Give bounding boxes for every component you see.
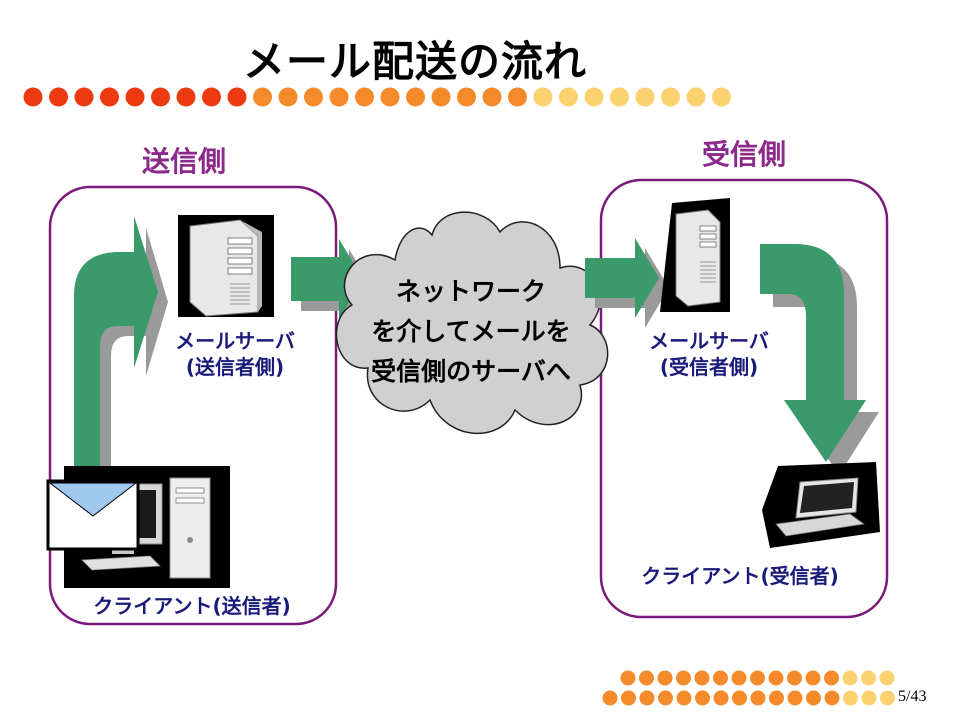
decorative-dot — [661, 87, 680, 107]
decorative-dot — [880, 690, 895, 706]
sender-side-heading: 送信側 — [142, 145, 227, 178]
decorative-dot — [431, 87, 451, 107]
decorative-dot — [658, 690, 673, 706]
decorative-dot — [861, 690, 877, 706]
decorative-dot — [750, 670, 765, 686]
decorative-dot — [406, 87, 425, 107]
decorative-dot — [602, 690, 618, 706]
page-title: メール配送の流れ — [242, 37, 587, 86]
decorative-dot — [125, 87, 145, 107]
decorative-dot — [694, 670, 710, 686]
decorative-dot — [676, 690, 692, 706]
decorative-dot — [695, 690, 710, 706]
receiver-server-label-line2: (受信者側) — [659, 355, 759, 379]
sender-server-label-line1: メールサーバ — [175, 329, 295, 353]
decorative-dot — [278, 87, 298, 107]
network-line-3: 受信側のサーバへ — [371, 357, 571, 386]
decorative-dot — [355, 87, 374, 107]
decorative-dot — [100, 87, 119, 107]
decorative-dot — [621, 690, 636, 706]
decorative-dot — [806, 690, 821, 706]
decorative-dot — [731, 670, 747, 686]
decorative-dot — [635, 87, 655, 107]
decorative-dot — [380, 87, 400, 107]
decorative-dot — [202, 87, 221, 107]
decorative-dot — [559, 87, 578, 107]
decorative-dot — [23, 87, 43, 107]
decorative-dot — [482, 87, 502, 107]
decorative-dot — [253, 87, 272, 107]
decorative-dot — [879, 670, 895, 686]
network-line-1: ネットワーク — [395, 277, 546, 306]
decorative-dot — [824, 670, 839, 686]
decorative-dot — [842, 670, 858, 686]
receiver-laptop-icon — [762, 462, 880, 548]
sender-panel — [48, 185, 338, 626]
decorative-dot — [843, 690, 858, 706]
receiver-panel — [599, 178, 889, 619]
decorative-dot — [768, 670, 784, 686]
decorative-dot — [329, 87, 349, 107]
decorative-dot — [639, 670, 654, 686]
decorative-dot — [610, 87, 629, 107]
decorative-dot — [508, 87, 527, 107]
decorative-dot — [713, 670, 728, 686]
decorative-dot — [457, 87, 476, 107]
receiver-client-label: クライアント(受信者) — [641, 564, 839, 588]
decorative-dot — [750, 690, 766, 706]
receiver-mail-server-icon — [660, 198, 730, 312]
sender-server-label: メールサーバ (送信者側) — [150, 328, 320, 380]
decorative-dot — [49, 87, 68, 107]
decorative-dot — [805, 670, 821, 686]
envelope-icon — [46, 479, 140, 551]
receiver-side-heading: 受信側 — [702, 138, 787, 171]
network-description: ネットワーク を介してメールを 受信側のサーバへ — [336, 272, 606, 392]
decorative-dot — [769, 690, 784, 706]
page-number: 5/43 — [898, 688, 927, 705]
network-to-server-arrow — [585, 238, 669, 328]
sender-upload-arrow — [74, 216, 168, 490]
decorative-dot — [304, 87, 323, 107]
decorative-dot — [620, 670, 636, 686]
decorative-dot — [861, 670, 876, 686]
sender-mail-server-icon — [178, 215, 274, 317]
decorative-dot — [533, 87, 553, 107]
sender-client-label: クライアント(送信者) — [93, 594, 291, 618]
receiver-download-arrow — [760, 244, 879, 475]
decorative-dot — [787, 690, 803, 706]
decorative-dot — [713, 690, 729, 706]
decorative-dot — [732, 690, 747, 706]
receiver-server-label: メールサーバ (受信者側) — [624, 328, 794, 380]
sender-server-label-line2: (送信者側) — [185, 355, 285, 379]
footer-dot-rows — [602, 670, 895, 706]
network-line-2: を介してメールを — [371, 317, 571, 346]
decorative-dot — [639, 690, 655, 706]
decorative-dot — [151, 87, 170, 107]
title-dot-row — [23, 87, 731, 107]
decorative-dot — [227, 87, 247, 107]
decorative-dot — [712, 87, 731, 107]
decorative-dot — [676, 670, 691, 686]
receiver-server-label-line1: メールサーバ — [649, 329, 769, 353]
decorative-dot — [787, 670, 802, 686]
network-cloud-icon — [335, 211, 609, 435]
decorative-dot — [584, 87, 604, 107]
decorative-dot — [824, 690, 840, 706]
decorative-dot — [74, 87, 94, 107]
decorative-dot — [657, 670, 673, 686]
decorative-dot — [686, 87, 706, 107]
decorative-dot — [176, 87, 196, 107]
